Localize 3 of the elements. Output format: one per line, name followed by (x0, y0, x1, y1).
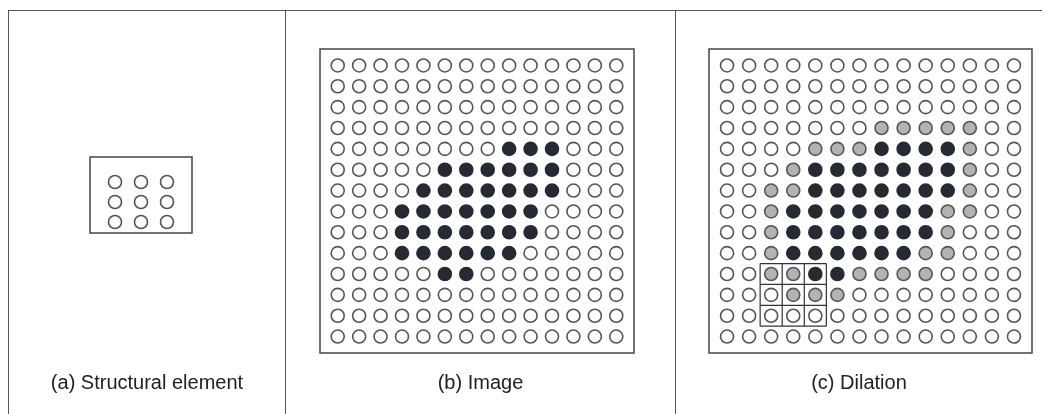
panel-caption: (a) Structural element (50, 370, 244, 395)
panel-caption: (c) Dilation (811, 370, 907, 395)
panel-caption: (b) Image (437, 370, 524, 395)
